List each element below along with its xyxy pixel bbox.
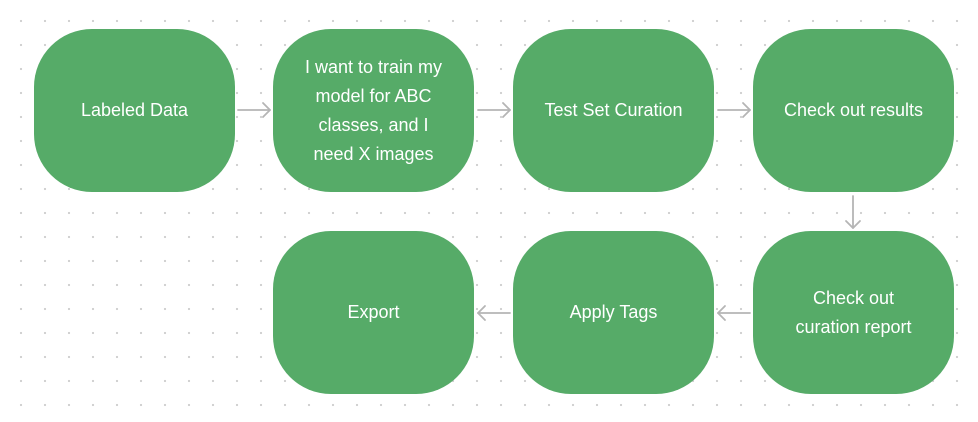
node-labeled-data[interactable]: Labeled Data (34, 29, 235, 192)
arrow-apply-tags-to-export (477, 305, 511, 321)
node-label: Export (347, 302, 400, 322)
node-label: I want to train my model for ABC classes… (304, 56, 443, 164)
arrow-labeled-data-to-goal (237, 102, 271, 118)
arrow-results-to-curation-report (845, 195, 861, 229)
node-label: Check out results (783, 100, 924, 120)
arrow-curation-report-to-apply-tags (717, 305, 751, 321)
arrow-test-set-curation-to-results (717, 102, 751, 118)
node-apply-tags[interactable]: Apply Tags (513, 231, 714, 394)
node-label: Check out curation report (795, 287, 912, 337)
arrow-goal-to-test-set-curation (477, 102, 511, 118)
node-export[interactable]: Export (273, 231, 474, 394)
node-label: Labeled Data (80, 100, 189, 120)
node-test-set-curation[interactable]: Test Set Curation (513, 29, 714, 192)
node-label: Apply Tags (569, 302, 658, 322)
node-check-out-results[interactable]: Check out results (753, 29, 954, 192)
node-check-out-curation-report[interactable]: Check out curation report (753, 231, 954, 394)
node-training-goal[interactable]: I want to train my model for ABC classes… (273, 29, 474, 192)
node-label: Test Set Curation (544, 100, 683, 120)
